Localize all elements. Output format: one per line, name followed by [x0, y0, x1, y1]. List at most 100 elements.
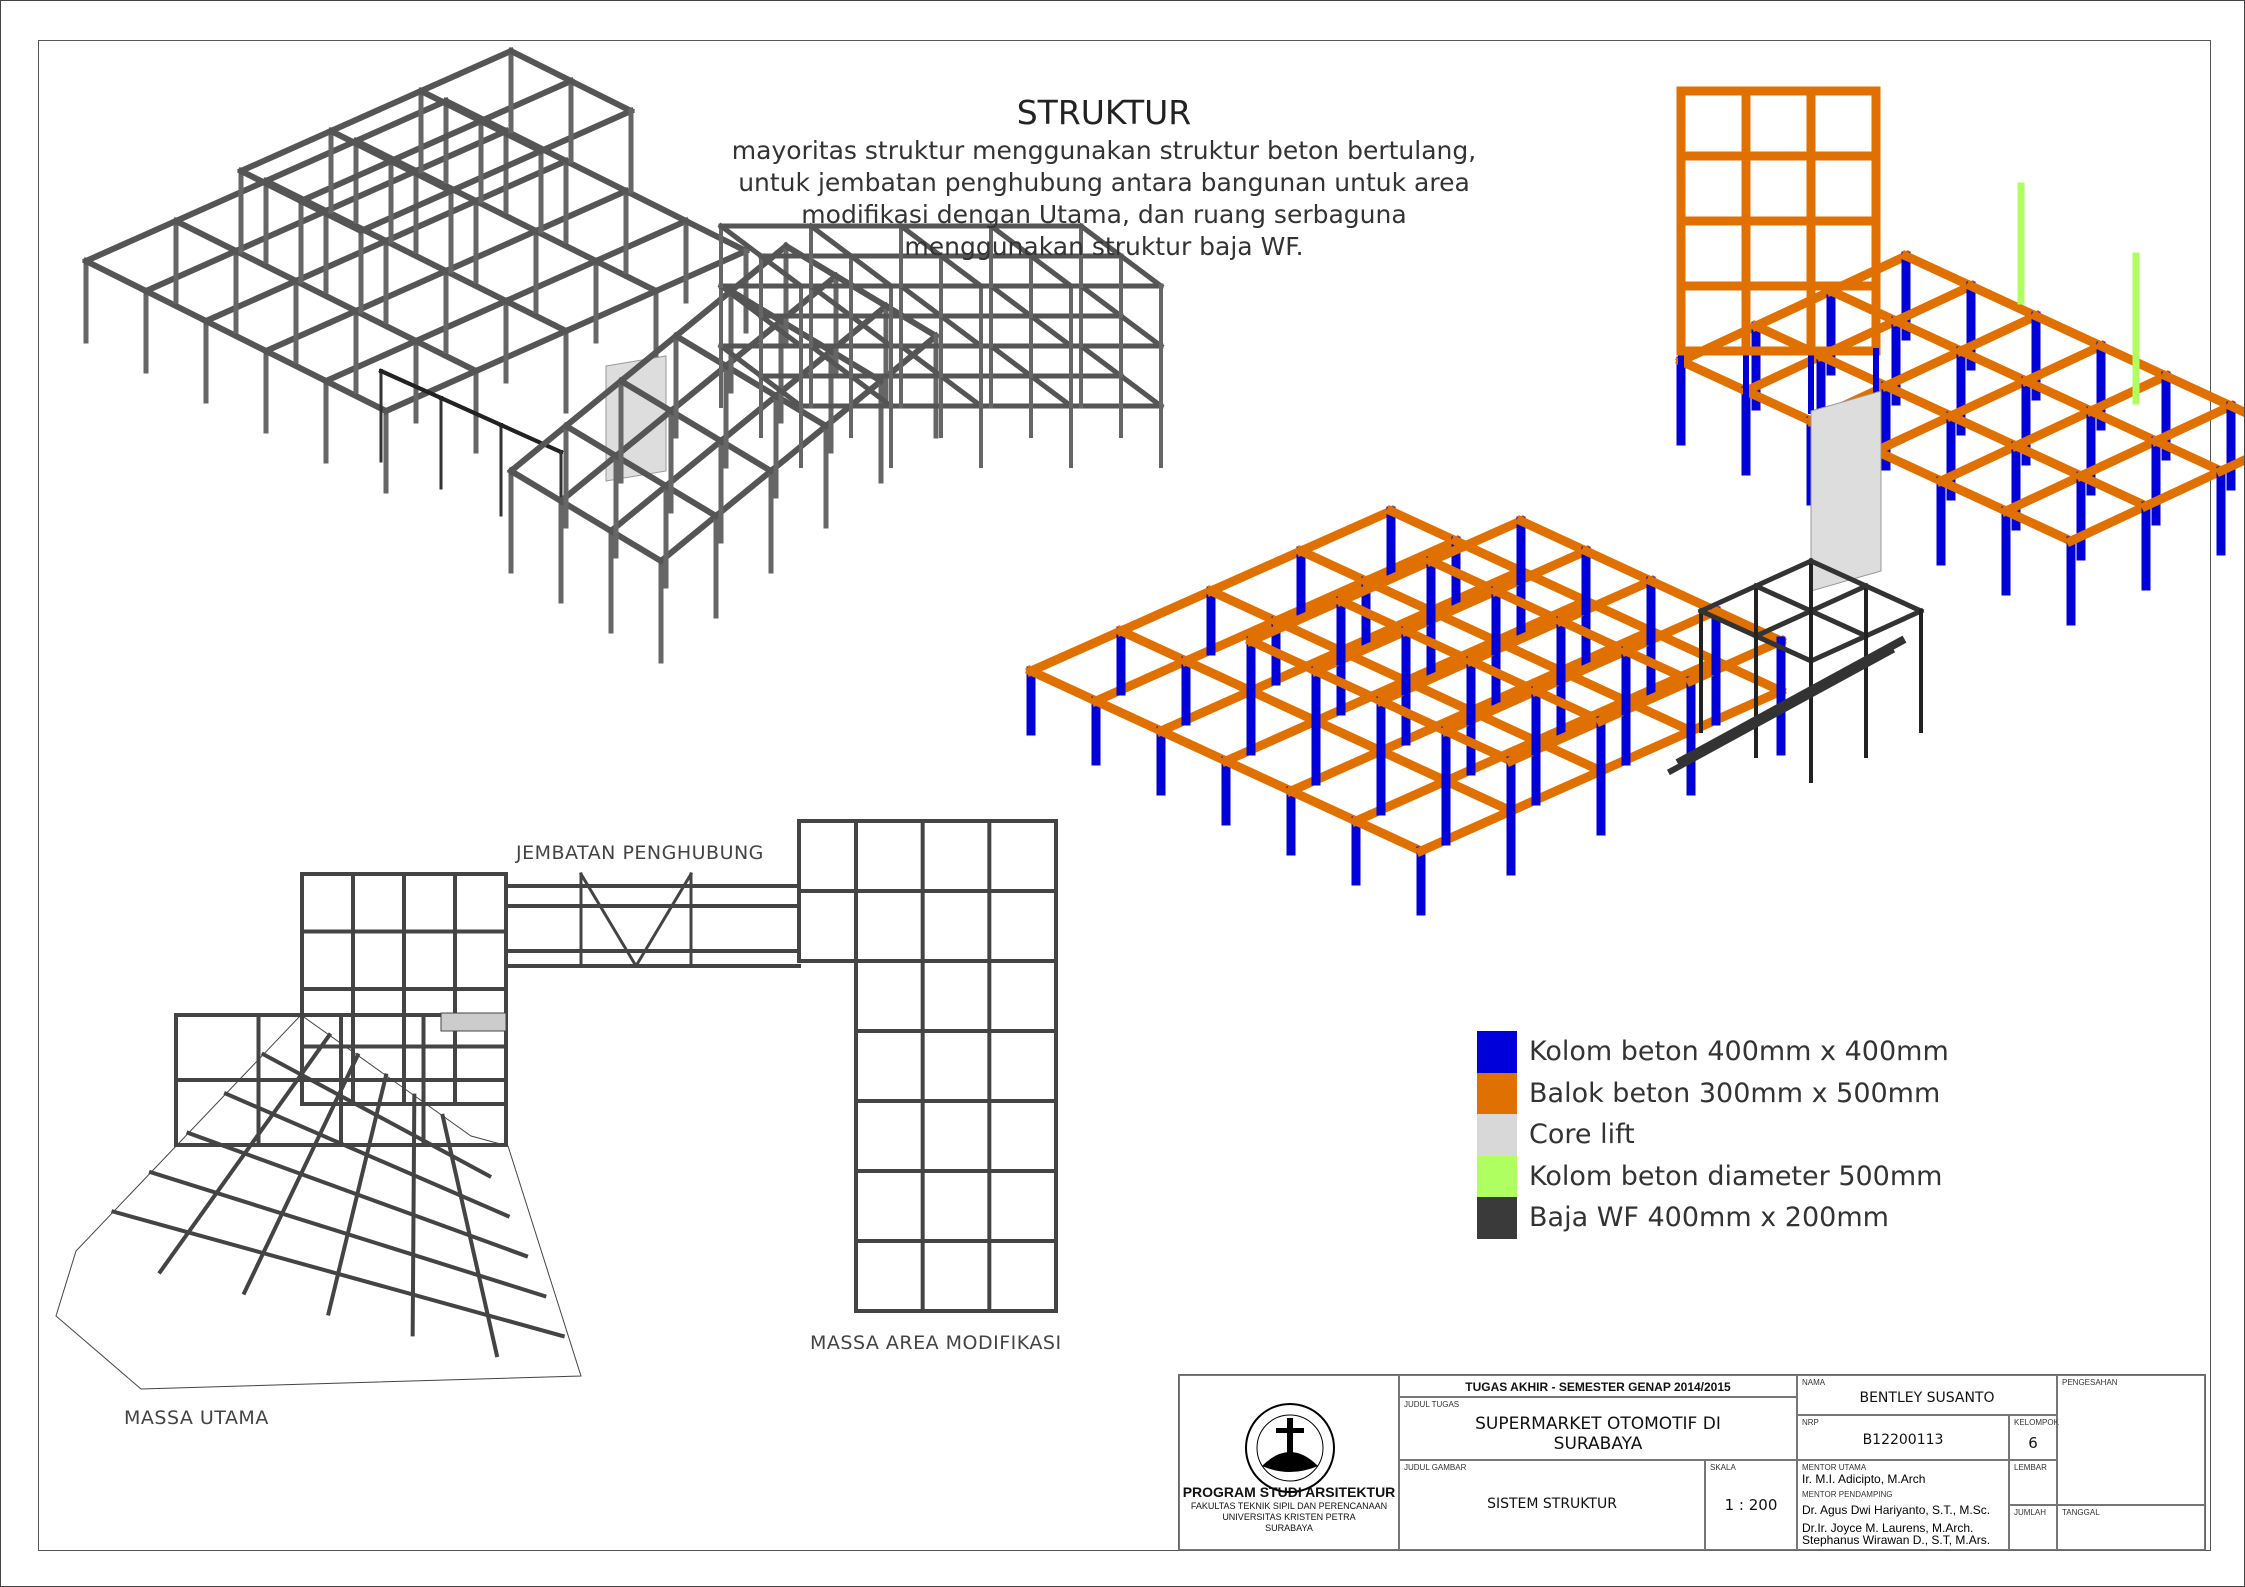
beam — [1295, 505, 1397, 557]
beam — [1645, 575, 1722, 617]
beam — [1530, 645, 1632, 697]
beam — [1890, 315, 1967, 357]
beam — [2000, 505, 2077, 547]
mentor-name: Dr.Ir. Joyce M. Laurens, M.Arch. — [1802, 1521, 1974, 1535]
beam — [592, 217, 690, 265]
description-line: mayoritas struktur menggunakan struktur … — [731, 136, 1477, 165]
beam — [937, 252, 985, 290]
beam — [671, 331, 731, 371]
beam — [1385, 505, 1462, 547]
field-label: LEMBAR — [2014, 1463, 2047, 1472]
plan-grid-line — [410, 1093, 417, 1337]
beam — [562, 287, 660, 335]
beam — [1425, 515, 1527, 567]
description-line: untuk jembatan penghubung antara banguna… — [738, 168, 1470, 197]
beam — [1580, 545, 1657, 587]
legend-swatch — [1477, 1031, 1517, 1073]
beam — [666, 361, 731, 416]
beam — [1155, 685, 1257, 737]
beam — [321, 376, 391, 416]
field-label: JUMLAH — [2014, 1508, 2047, 1517]
beam — [506, 421, 571, 476]
beam — [476, 116, 546, 156]
beam — [1807, 607, 1870, 640]
beam — [1880, 380, 1957, 422]
beam — [1880, 345, 1967, 392]
beam — [606, 481, 671, 536]
beam — [82, 217, 180, 265]
beam — [236, 166, 306, 206]
beam — [1205, 545, 1307, 597]
beam — [381, 236, 451, 276]
beam — [291, 276, 361, 316]
core-lift-plan — [440, 1012, 507, 1032]
beam — [1965, 280, 2042, 322]
beam — [681, 216, 751, 256]
beam — [2140, 465, 2227, 512]
legend-item: Kolom beton 400mm x 400mm — [1477, 1031, 1949, 1073]
beam — [1425, 555, 1502, 597]
beam — [352, 97, 450, 145]
beam — [1375, 705, 1477, 757]
beam — [261, 346, 331, 386]
core-lift — [1810, 390, 1882, 592]
beam — [2075, 435, 2162, 482]
beam — [386, 156, 456, 196]
beam — [322, 167, 420, 215]
legend-swatch — [1477, 1155, 1517, 1197]
beam — [1440, 725, 1517, 767]
beam — [1350, 775, 1452, 827]
field-label: NRP — [1802, 1418, 1819, 1427]
nama-cell: NAMA BENTLEY SUSANTO — [1797, 1375, 2057, 1415]
beam — [757, 312, 805, 350]
beam — [1955, 310, 2042, 357]
beam — [656, 511, 721, 566]
beam — [847, 372, 895, 410]
beam — [382, 367, 480, 415]
beam — [1285, 785, 1362, 827]
skala-cell: SKALA 1 : 200 — [1705, 1460, 1797, 1550]
beam — [1490, 545, 1592, 597]
beam — [2085, 405, 2162, 447]
beam — [2075, 470, 2152, 512]
beam — [1027, 252, 1075, 290]
beam — [1310, 675, 1412, 727]
field-label: MENTOR PENDAMPING — [1802, 1490, 1893, 1499]
bridge-beam — [1675, 635, 1907, 767]
beam — [1870, 445, 1947, 487]
beam — [606, 526, 666, 566]
beam — [616, 376, 676, 416]
beam — [1465, 615, 1567, 667]
beam — [1595, 725, 1697, 777]
logo-cell: PROGRAM STUDI ARSITEKTUR FAKULTAS TEKNIK… — [1179, 1375, 1399, 1550]
beam — [477, 77, 575, 125]
beam — [1740, 385, 1817, 427]
beam — [1750, 285, 1837, 332]
mentor-name: Stephanus Wirawan D., S.T, M.Ars. — [1802, 1533, 1991, 1547]
beam — [357, 187, 455, 235]
beam — [1685, 635, 1787, 687]
beam — [351, 306, 421, 346]
beam — [1400, 635, 1502, 687]
beam — [471, 196, 541, 236]
beam — [327, 87, 425, 135]
beam — [937, 312, 985, 350]
city: SURABAYA — [1265, 1523, 1313, 1533]
beam — [1945, 410, 2022, 452]
plan-grid-line — [440, 1113, 500, 1358]
beam — [2010, 405, 2097, 452]
beam — [757, 252, 805, 290]
beam — [2150, 400, 2237, 447]
beam — [438, 395, 504, 428]
description-line: menggunakan struktur baja WF. — [904, 232, 1304, 261]
beam — [1245, 635, 1322, 677]
truss — [578, 871, 639, 969]
beam — [847, 252, 895, 290]
beam — [2085, 370, 2172, 417]
beam — [2000, 470, 2087, 517]
description: mayoritas struktur menggunakan struktur … — [701, 135, 1507, 263]
beam — [1440, 775, 1517, 817]
beam — [1807, 557, 1870, 590]
beam — [1025, 665, 1102, 707]
beam — [717, 342, 765, 380]
